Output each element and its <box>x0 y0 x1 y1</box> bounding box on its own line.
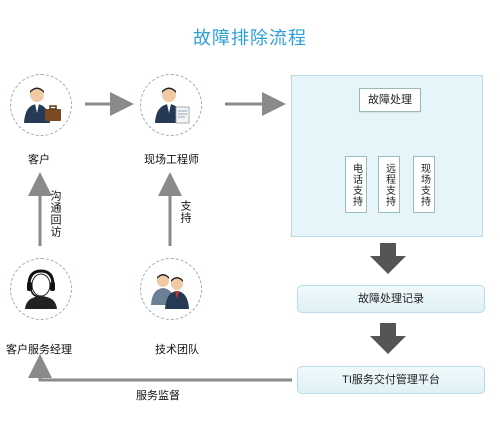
support-label: 支持 <box>179 200 191 224</box>
arrow-platform-to-manager <box>28 354 292 382</box>
communicate-visit-label: 沟通回访 <box>49 190 61 238</box>
field-engineer-node <box>140 74 202 136</box>
cs-manager-node <box>10 258 72 320</box>
tech-team-node <box>140 258 202 320</box>
headset-operator-icon <box>25 269 57 309</box>
down-arrow-2 <box>370 323 406 354</box>
fault-handling-panel: 故障处理 电话支持 远程支持 现场支持 <box>291 75 483 237</box>
customer-node <box>10 74 72 136</box>
remote-support-box: 远程支持 <box>378 156 400 213</box>
cs-manager-label: 客户服务经理 <box>6 344 72 356</box>
onsite-support-box: 现场支持 <box>413 156 435 213</box>
team-people-icon <box>151 274 189 309</box>
fault-handling-box: 故障处理 <box>359 88 421 112</box>
customer-label: 客户 <box>28 154 50 166</box>
fault-record-box: 故障处理记录 <box>297 285 485 313</box>
down-arrow-1 <box>370 243 406 274</box>
field-engineer-label: 现场工程师 <box>144 154 199 166</box>
engineer-document-icon <box>155 87 190 124</box>
service-supervision-label: 服务监督 <box>136 390 180 402</box>
tech-team-label: 技术团队 <box>155 344 199 356</box>
phone-support-box: 电话支持 <box>345 156 367 213</box>
diagram-title: 故障排除流程 <box>193 28 307 48</box>
it-platform-box: TI服务交付管理平台 <box>297 366 485 394</box>
businessman-briefcase-icon <box>24 87 61 123</box>
